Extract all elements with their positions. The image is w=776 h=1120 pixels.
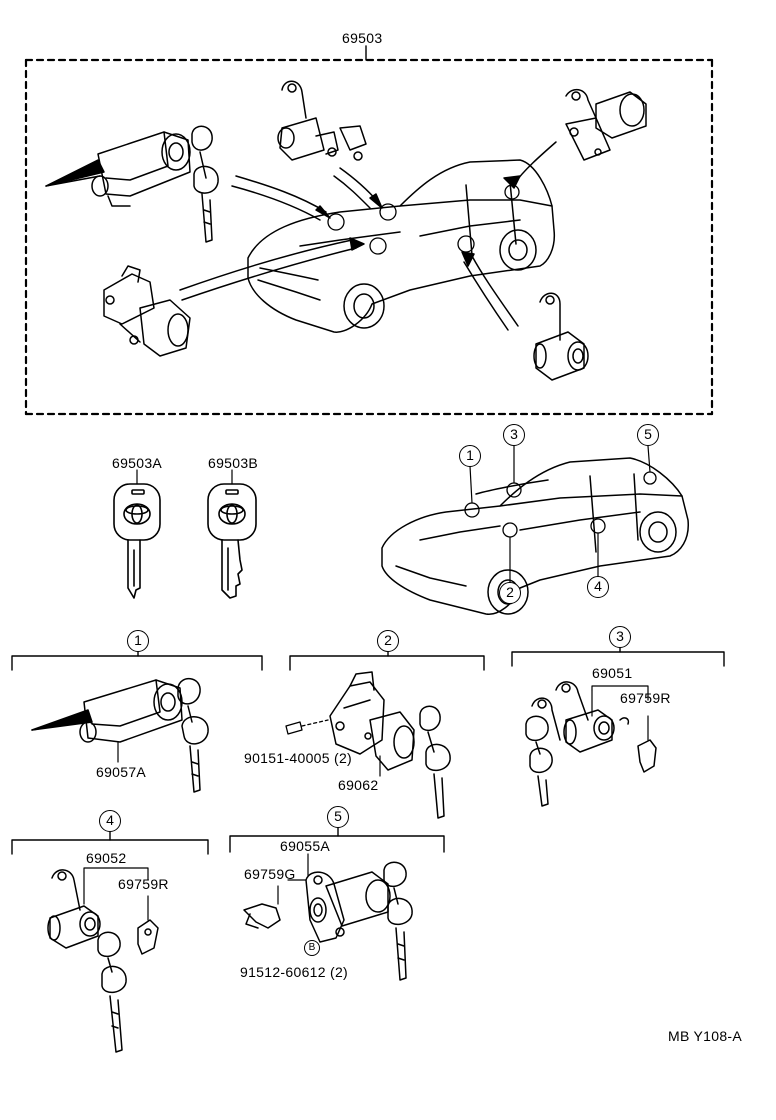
section3-part-69051: 69051 <box>592 665 633 681</box>
diagram-code: MB Y108-A <box>668 1028 743 1044</box>
location-callout-2: 2 <box>499 582 521 604</box>
location-callout-5: 5 <box>637 424 659 446</box>
section4-part-69759R: 69759R <box>118 876 169 892</box>
section1-part-69057A: 69057A <box>96 764 147 780</box>
assembly-lower-cylinder <box>533 292 589 381</box>
section3-clip <box>619 717 657 773</box>
section1-keys <box>177 678 209 793</box>
section4-cylinder <box>47 869 101 949</box>
assembly-ignition-keys <box>191 125 219 243</box>
section5-part-69759G: 69759G <box>244 866 296 882</box>
section4-clip <box>137 919 159 955</box>
assembly-ignition-cylinder <box>45 131 191 207</box>
location-callout-3: 3 <box>503 424 525 446</box>
section3-part-69759R: 69759R <box>620 690 671 706</box>
locations-dots <box>464 471 657 538</box>
section4-part-69052: 69052 <box>86 850 127 866</box>
section3-leaders <box>591 685 649 741</box>
location-callout-1: 1 <box>459 445 481 467</box>
locations-car <box>381 457 689 615</box>
section2-part-90151-40005: 90151-40005 (2) <box>244 750 353 766</box>
section-brackets <box>11 647 725 855</box>
section5-cylinder <box>305 871 391 943</box>
section5-bolt-marker: B <box>304 940 320 956</box>
section5-part-69055A: 69055A <box>280 838 331 854</box>
assembly-car <box>247 159 556 333</box>
assembly-door-lock <box>565 88 647 161</box>
section2-screw <box>285 719 329 735</box>
section3-cylinder <box>531 681 615 753</box>
assembly-frame <box>24 58 714 416</box>
section2-part-69062: 69062 <box>338 777 379 793</box>
section4-leaders <box>83 867 149 921</box>
assembly-trunk-latch <box>277 80 367 161</box>
section4-keys <box>97 931 127 1053</box>
section3-keys <box>525 715 553 807</box>
section2-callout: 2 <box>377 630 399 652</box>
key-69503A-label: 69503A <box>112 455 163 471</box>
section1-callout: 1 <box>127 630 149 652</box>
assembly-arrows <box>179 141 557 331</box>
section5-part-91512-60612: 91512-60612 (2) <box>240 964 349 980</box>
section5-keys <box>383 861 413 981</box>
section1-ignition-cylinder <box>31 679 183 743</box>
location-callout-4: 4 <box>587 576 609 598</box>
section5-clip <box>243 903 281 929</box>
locations-leaders <box>469 445 651 585</box>
assembly-part-number: 69503 <box>342 30 383 46</box>
section2-latch <box>329 671 415 771</box>
key-69503A <box>113 483 161 599</box>
section4-callout: 4 <box>99 810 121 832</box>
section2-keys <box>419 705 451 819</box>
assembly-latch-bracket <box>103 265 191 357</box>
key-69503B <box>207 483 257 599</box>
section5-callout: 5 <box>327 806 349 828</box>
key-69503B-label: 69503B <box>208 455 259 471</box>
section3-callout: 3 <box>609 626 631 648</box>
